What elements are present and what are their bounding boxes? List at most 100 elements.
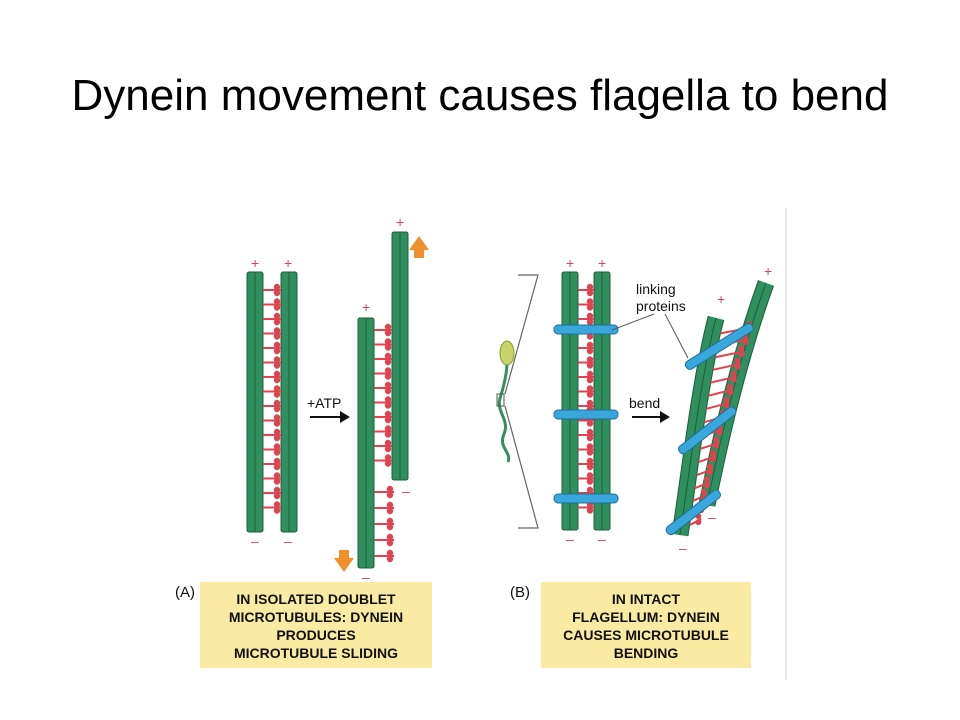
dynein-head [386,517,394,525]
dynein-head [734,363,741,370]
linking-protein [678,406,737,455]
dynein-head [273,414,281,421]
dynein-head [273,463,281,471]
dynein-head [586,472,594,479]
pointer-line [664,313,689,359]
dynein-head [723,402,730,409]
plus-end-label: + [362,299,370,315]
dynein-head [734,357,741,364]
dynein-head [273,420,281,427]
dynein-head [386,555,394,563]
minus-end-label: – [708,509,716,525]
dynein-head [713,436,720,443]
dynein-head [586,304,594,311]
dynein-head [273,347,281,355]
dynein-head [706,469,713,476]
dynein-head [586,283,594,291]
dynein-head [727,389,734,396]
dynein-head [384,358,392,366]
dynein-head [586,420,594,427]
dynein-head [273,312,281,320]
dynein-head [586,362,594,369]
dynein-head [273,318,281,326]
dynein-head [586,434,594,442]
plus-end-label: + [717,291,725,307]
dynein-head [386,549,394,557]
dynein-head [586,486,594,494]
dynein-head [386,539,394,547]
dynein-head [273,298,281,305]
caption-box [200,582,432,668]
linking-proteins-label: linking [636,281,676,297]
dynein-head [386,523,394,531]
dynein-head [273,304,281,311]
dynein-head [386,501,394,509]
panel-b-tag: (B) [510,584,530,601]
dynein-head [384,381,392,389]
dynein-head [586,318,594,326]
plus-end-label: + [598,255,606,271]
dynein-head [713,442,720,449]
doublet-pair-intact: + + – – [553,255,619,547]
dynein-head [742,339,749,346]
dynein-head [273,457,281,465]
dynein-head [586,463,594,471]
caption-line: CAUSES MICROTUBULE [563,627,729,643]
dynein-head [586,356,594,363]
dynein-head [700,488,707,495]
dynein-head [273,283,281,291]
dynein-head [586,333,594,340]
caption-line: MICROTUBULE SLIDING [234,645,398,661]
dynein-head [384,387,392,395]
dynein-head [730,370,737,377]
dynein-head [273,362,281,369]
caption-line: IN INTACT [612,591,681,607]
slide-up-arrow-icon [409,236,429,258]
dynein-head [384,344,392,351]
dynein-head [386,491,394,499]
dynein-head [586,376,594,384]
dynein-head [273,507,281,514]
caption-box [541,582,751,668]
slide-down-arrow-icon [334,550,354,572]
dynein-head [586,443,594,450]
dynein-head [384,439,392,447]
dynein-head [384,396,392,403]
zoom-bracket [504,274,539,529]
dynein-head [273,376,281,384]
dynein-head [384,431,392,438]
dynein-head [586,449,594,456]
dynein-head [273,443,281,450]
dynein-head [273,391,281,398]
dynein-arms [263,283,281,514]
dynein-head [273,370,281,378]
plus-end-label: + [764,263,772,279]
sperm-cell-icon [496,340,515,463]
dynein-head [384,323,392,331]
linking-protein [684,322,754,370]
dynein-arms [374,323,394,563]
pointer-line [611,313,655,331]
dynein-head [273,492,281,500]
minus-end-label: – [566,531,574,547]
linking-protein [553,493,619,504]
dynein-head [586,478,594,485]
plus-end-label: + [566,255,574,271]
dynein-head [384,416,392,424]
linking-protein [665,489,721,536]
dynein-head [586,347,594,355]
dynein-head [273,405,281,413]
dynein-head [703,482,710,489]
dynein-head [730,376,737,383]
dynein-head [586,428,594,436]
dynein-head [384,445,392,453]
dynein-head [273,428,281,436]
dynein-head [273,399,281,407]
dynein-head [738,351,745,358]
doublet-pair-slid: + + – – [357,214,410,585]
dynein-arms [578,283,594,514]
dynein-head [586,457,594,465]
dynein-head [273,385,281,392]
dynein-head [586,385,594,392]
panel-a-tag: (A) [175,584,195,601]
